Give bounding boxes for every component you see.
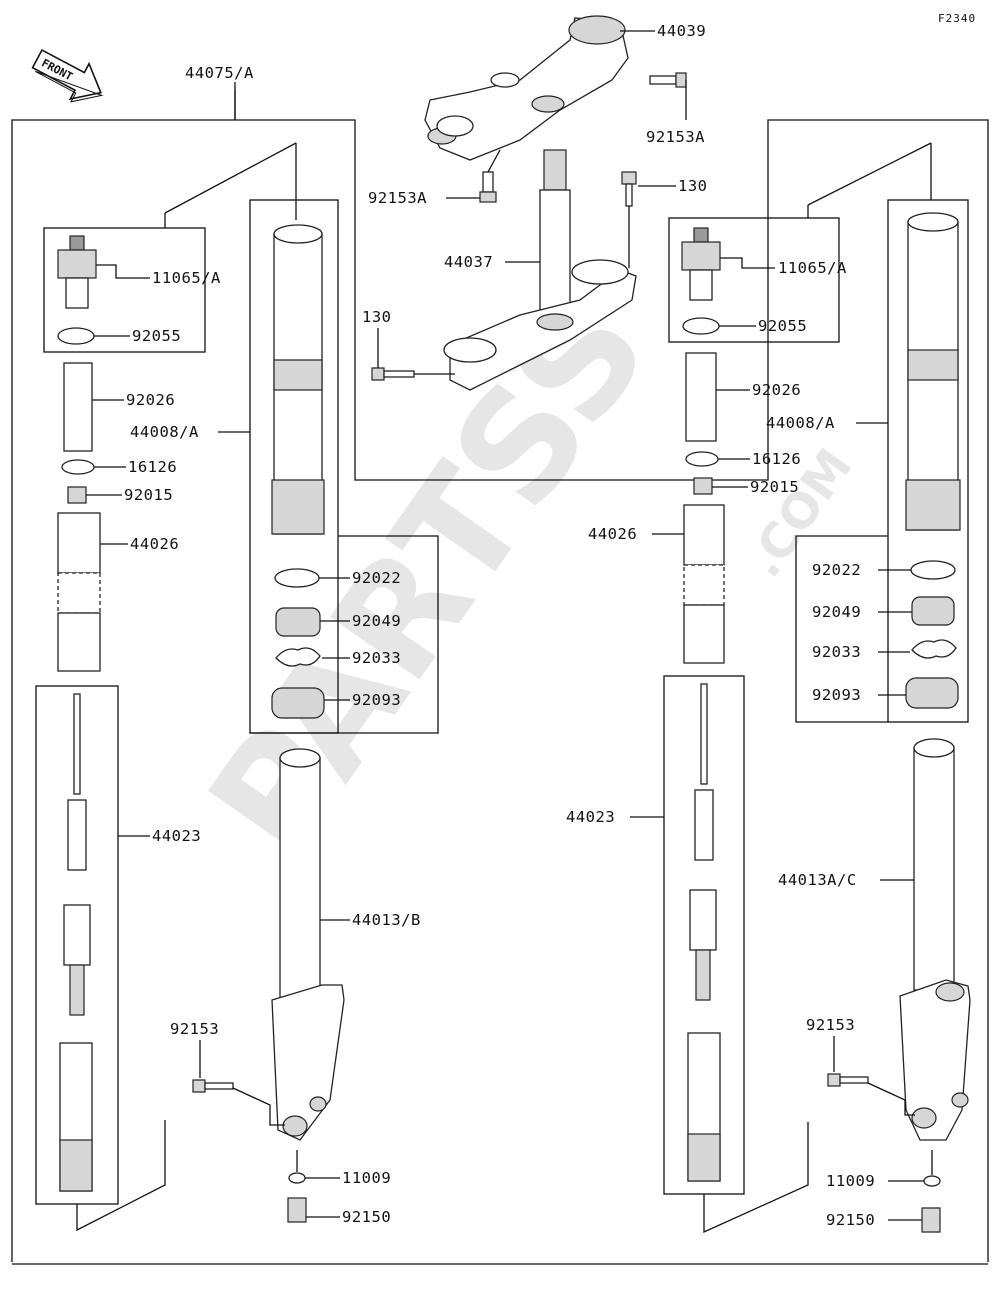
label-44037: 44037 [444, 253, 493, 271]
pipe-92026-left [63, 362, 93, 452]
label-92033-left: 92033 [352, 649, 401, 667]
bolt-130-left [371, 367, 415, 381]
bolt-92153-left [192, 1079, 234, 1093]
label-44008A-right: 44008/A [766, 414, 835, 432]
spring-44026-left [57, 512, 101, 672]
outer-tube-44008A-right [905, 212, 961, 531]
label-44039: 44039 [657, 22, 706, 40]
label-44075A: 44075/A [185, 64, 254, 82]
washer-11009-left [288, 1172, 306, 1184]
upper-bracket-44039 [424, 15, 629, 161]
clip-92033-left [275, 647, 321, 667]
damper-44023-left [59, 693, 93, 1192]
label-11009-right: 11009 [826, 1172, 875, 1190]
cap-bolt-11065A-right [681, 227, 721, 301]
bolt-92150-right [921, 1207, 941, 1233]
label-44026-left: 44026 [130, 535, 179, 553]
bolt-92153A-mid [479, 171, 497, 203]
bolt-92150-left [287, 1197, 307, 1223]
label-11065A-right: 11065/A [778, 259, 847, 277]
dust-seal-92093-right [905, 677, 959, 709]
box-11065A-right [668, 217, 840, 343]
front-arrow-icon: FRONT [31, 48, 104, 103]
washer-16126-right [685, 451, 719, 467]
label-92150-left: 92150 [342, 1208, 391, 1226]
label-92055-right: 92055 [758, 317, 807, 335]
label-92022-left: 92022 [352, 569, 401, 587]
bolt-92153-right [827, 1073, 869, 1087]
o-ring-92055-left [57, 327, 95, 345]
washer-92022-left [274, 568, 320, 588]
label-92033-right: 92033 [812, 643, 861, 661]
label-92153A-top: 92153A [646, 128, 705, 146]
label-44026-right: 44026 [588, 525, 637, 543]
clip-92033-right [911, 639, 957, 659]
bolt-92153A-top [649, 72, 687, 88]
nut-92015-left [67, 486, 87, 504]
label-44023-left: 44023 [152, 827, 201, 845]
label-16126-right: 16126 [752, 450, 801, 468]
label-92153-left: 92153 [170, 1020, 219, 1038]
label-92026-left: 92026 [126, 391, 175, 409]
label-44008A-left: 44008/A [130, 423, 199, 441]
bolt-130-top [621, 171, 637, 207]
label-130-left: 130 [362, 308, 392, 326]
cap-bolt-11065A-left [57, 235, 97, 309]
label-92153-right: 92153 [806, 1016, 855, 1034]
dust-seal-92093-left [271, 687, 325, 719]
label-92093-left: 92093 [352, 691, 401, 709]
outer-tube-44008A-left [271, 224, 325, 535]
label-44023-right: 44023 [566, 808, 615, 826]
label-130-top: 130 [678, 177, 708, 195]
inner-tube-44013B-left [271, 748, 345, 1141]
label-92015-right: 92015 [750, 478, 799, 496]
label-92153A-mid: 92153A [368, 189, 427, 207]
washer-16126-left [61, 459, 95, 475]
label-44013B: 44013/B [352, 911, 421, 929]
bracket-44075A-right [235, 119, 989, 1262]
label-92150-right: 92150 [826, 1211, 875, 1229]
box-44008A-right-top [887, 199, 969, 723]
seal-92049-left [275, 607, 321, 637]
label-92026-right: 92026 [752, 381, 801, 399]
watermark-text: PARTSS [177, 267, 682, 885]
washer-11009-right [923, 1175, 941, 1187]
pipe-92026-right [685, 352, 717, 442]
label-92015-left: 92015 [124, 486, 173, 504]
label-16126-left: 16126 [128, 458, 177, 476]
washer-92022-right [910, 560, 956, 580]
label-11065A-left: 11065/A [152, 269, 221, 287]
diagram-code: F2340 [938, 12, 976, 25]
o-ring-92055-right [682, 317, 720, 335]
label-92049-left: 92049 [352, 612, 401, 630]
spring-44026-right [683, 504, 725, 664]
label-92093-right: 92093 [812, 686, 861, 704]
label-92049-right: 92049 [812, 603, 861, 621]
damper-44023-right [687, 683, 721, 1182]
nut-92015-right [693, 477, 713, 495]
label-11009-left: 11009 [342, 1169, 391, 1187]
label-92055-left: 92055 [132, 327, 181, 345]
label-92022-right: 92022 [812, 561, 861, 579]
label-44013AC: 44013A/C [778, 871, 857, 889]
inner-tube-44013AC-right [899, 738, 971, 1141]
steering-stem-44037 [443, 149, 637, 391]
box-11065A-left [43, 227, 206, 353]
seal-92049-right [911, 596, 955, 626]
